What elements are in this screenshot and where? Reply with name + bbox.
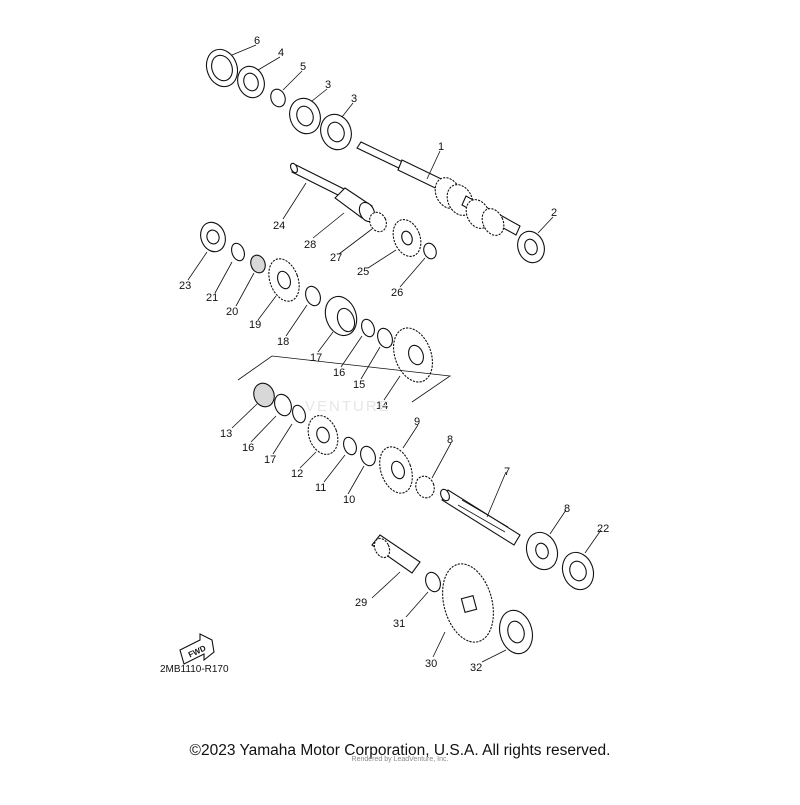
callout-9: 10 xyxy=(343,494,355,506)
part-circlip-9[interactable] xyxy=(358,444,378,468)
callout-26: 25 xyxy=(357,266,369,278)
part-dog-clutch-18[interactable] xyxy=(320,292,362,340)
part-washer-19[interactable] xyxy=(303,284,323,308)
callout-14: 13 xyxy=(220,428,232,440)
callout-25: 24 xyxy=(273,220,285,232)
part-needle-bearing-28[interactable] xyxy=(367,210,390,235)
callout-13: 12 xyxy=(291,468,303,480)
part-circlip-17a[interactable] xyxy=(359,317,376,338)
callout-17a: 16 xyxy=(333,367,345,379)
part-gear-13[interactable] xyxy=(303,411,343,458)
callout-24: 23 xyxy=(179,280,191,292)
part-circlip-5[interactable] xyxy=(268,87,287,109)
callout-15: 14 xyxy=(376,400,388,412)
part-washer-27[interactable] xyxy=(422,241,439,260)
part-bearing-8[interactable] xyxy=(521,528,562,574)
callout-28: 27 xyxy=(330,252,342,264)
group-outline xyxy=(237,355,452,403)
callout-3b: 3 xyxy=(351,93,357,105)
callout-17b: 17 xyxy=(264,454,276,466)
part-gear-31[interactable] xyxy=(434,558,501,648)
callout-12: 11 xyxy=(315,482,326,494)
part-bearing-3b[interactable] xyxy=(316,110,357,154)
callout-31: 30 xyxy=(425,658,437,670)
part-bearing-21[interactable] xyxy=(248,253,267,275)
part-gear-15[interactable] xyxy=(387,323,440,388)
part-needle-bearing-10[interactable] xyxy=(413,474,437,501)
part-washer-32[interactable] xyxy=(423,570,443,594)
callout-30: 29 xyxy=(355,597,367,609)
part-main-axle[interactable] xyxy=(356,141,521,239)
callout-2: 2 xyxy=(551,207,557,219)
callout-4: 4 xyxy=(278,47,284,59)
callout-16b: 16 xyxy=(242,442,254,454)
callout-5: 5 xyxy=(300,61,306,73)
callout-1: 1 xyxy=(438,141,444,153)
callout-33: 32 xyxy=(470,662,482,674)
part-washer-16b[interactable] xyxy=(272,392,295,418)
part-washer-12[interactable] xyxy=(341,435,358,456)
part-collar-4[interactable] xyxy=(233,63,268,102)
callout-21: 20 xyxy=(226,306,238,318)
callout-19: 18 xyxy=(277,336,289,348)
part-gear-26[interactable] xyxy=(388,216,425,261)
part-collar-29[interactable] xyxy=(334,187,378,224)
callout-32: 31 xyxy=(393,618,405,630)
part-bearing-3a[interactable] xyxy=(285,94,326,138)
callout-8: 8 xyxy=(564,503,570,515)
callout-7: 7 xyxy=(504,466,510,478)
part-washer-22[interactable] xyxy=(229,241,246,262)
part-circlip-17b[interactable] xyxy=(290,403,307,424)
part-shaft-30[interactable] xyxy=(371,534,421,574)
part-drive-axle-7[interactable] xyxy=(439,488,521,546)
callout-6: 6 xyxy=(254,35,260,47)
part-bearing-14[interactable] xyxy=(250,380,277,409)
callout-numbers: 6 4 5 3 3 1 2 24 28 27 25 26 23 21 20 19… xyxy=(179,35,609,674)
copyright-notice: ©2023 Yamaha Motor Corporation, U.S.A. A… xyxy=(189,742,611,759)
part-bearing-23[interactable] xyxy=(557,548,598,594)
leader-lines xyxy=(187,44,602,663)
watermark: VENTURE xyxy=(305,398,391,415)
rendered-by-notice: Rendered by LeadVenture, Inc. xyxy=(351,756,449,763)
callout-10: 8 xyxy=(447,434,453,446)
fwd-arrow: FWD xyxy=(179,633,215,665)
part-washer-16a[interactable] xyxy=(375,326,395,350)
part-bearing-2[interactable] xyxy=(513,228,548,267)
callout-29: 28 xyxy=(304,239,316,251)
part-oil-seal-6[interactable] xyxy=(201,45,242,91)
callout-3a: 3 xyxy=(325,79,331,91)
part-bearing-24[interactable] xyxy=(197,219,230,255)
callout-22: 21 xyxy=(206,292,218,304)
callout-16a: 15 xyxy=(353,379,365,391)
diagram-code: 2MB1110-R170 xyxy=(160,664,229,675)
callout-11: 9 xyxy=(414,416,420,428)
callout-27: 26 xyxy=(391,287,403,299)
callout-20: 19 xyxy=(249,319,261,331)
callout-23: 22 xyxy=(597,523,609,535)
callout-18: 17 xyxy=(310,352,322,364)
part-gear-11[interactable] xyxy=(374,442,419,497)
part-gear-20[interactable] xyxy=(263,255,304,306)
part-bearing-33[interactable] xyxy=(495,607,537,658)
